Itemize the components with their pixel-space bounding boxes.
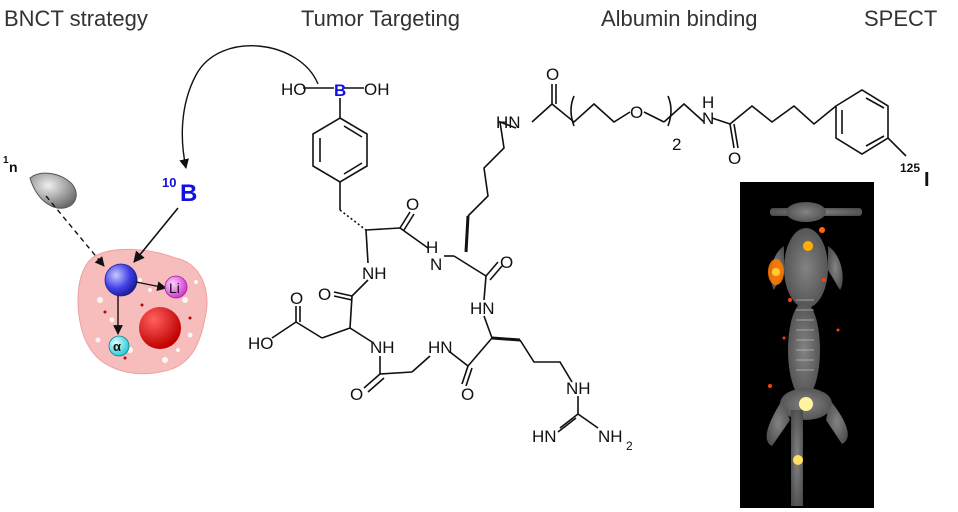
atom-label: O [318, 285, 331, 304]
atom-label: HN [496, 113, 521, 132]
atom-label: NH [598, 427, 623, 446]
atom-label: O [290, 289, 303, 308]
iodine-label: I [924, 169, 930, 191]
atom-label: O [406, 195, 419, 214]
header-bnct-strategy: BNCT strategy [4, 6, 148, 31]
neutron-mass-number: 1 [3, 155, 9, 166]
neutron-icon [29, 172, 77, 209]
boron-sphere [104, 263, 138, 297]
atom-label: N [430, 255, 442, 274]
atom-label-subscript: 2 [626, 439, 633, 453]
atom-label: NH [370, 338, 395, 357]
lithium-emission-arrow [135, 281, 167, 292]
atom-label: O [728, 149, 741, 168]
header-tumor-targeting: Tumor Targeting [301, 6, 460, 31]
molecule-structure [271, 84, 907, 433]
atom-label: O [500, 253, 513, 272]
atom-label: HN [532, 427, 557, 446]
atom-label: HN [470, 299, 495, 318]
molecule-labels: HO B OH O H N NH O O HO NH O HN O HN O H… [248, 65, 930, 453]
alpha-label: α [113, 339, 121, 354]
atom-label: N [702, 109, 714, 128]
lithium-sphere [164, 275, 188, 299]
atom-label: O [630, 103, 643, 122]
uptake-hotspot-bladder [799, 397, 813, 411]
tumor-cell [77, 248, 208, 375]
atom-label: HO [248, 334, 274, 353]
iodine-mass-number: 125 [900, 161, 920, 175]
lithium-label: Li [169, 280, 180, 296]
neutron-symbol: n [9, 159, 18, 175]
peg-subscript: 2 [672, 135, 681, 154]
header-albumin-binding: Albumin binding [601, 6, 758, 31]
atom-label: O [546, 65, 559, 84]
atom-label: HO [281, 80, 307, 99]
atom-label: OH [364, 80, 390, 99]
neutron-path-arrow [45, 195, 105, 267]
boron-mass-number: 10 [162, 175, 176, 190]
atom-label: O [461, 385, 474, 404]
boron-label: B [180, 180, 197, 207]
bnct-schematic: 1 n 10 B Li α [3, 155, 208, 375]
atom-label: H [426, 238, 438, 257]
atom-label-boron: B [334, 81, 346, 100]
atom-label: HN [428, 338, 453, 357]
alpha-sphere [108, 335, 130, 357]
atom-label: NH [566, 379, 591, 398]
atom-label: NH [362, 264, 387, 283]
spect-image [740, 182, 874, 508]
curved-link-arrow [179, 45, 319, 169]
atom-label: H [702, 93, 714, 112]
header-spect: SPECT [864, 6, 938, 31]
boron-capture-arrow [133, 207, 179, 263]
red-sphere [139, 307, 181, 349]
atom-label: O [350, 385, 363, 404]
